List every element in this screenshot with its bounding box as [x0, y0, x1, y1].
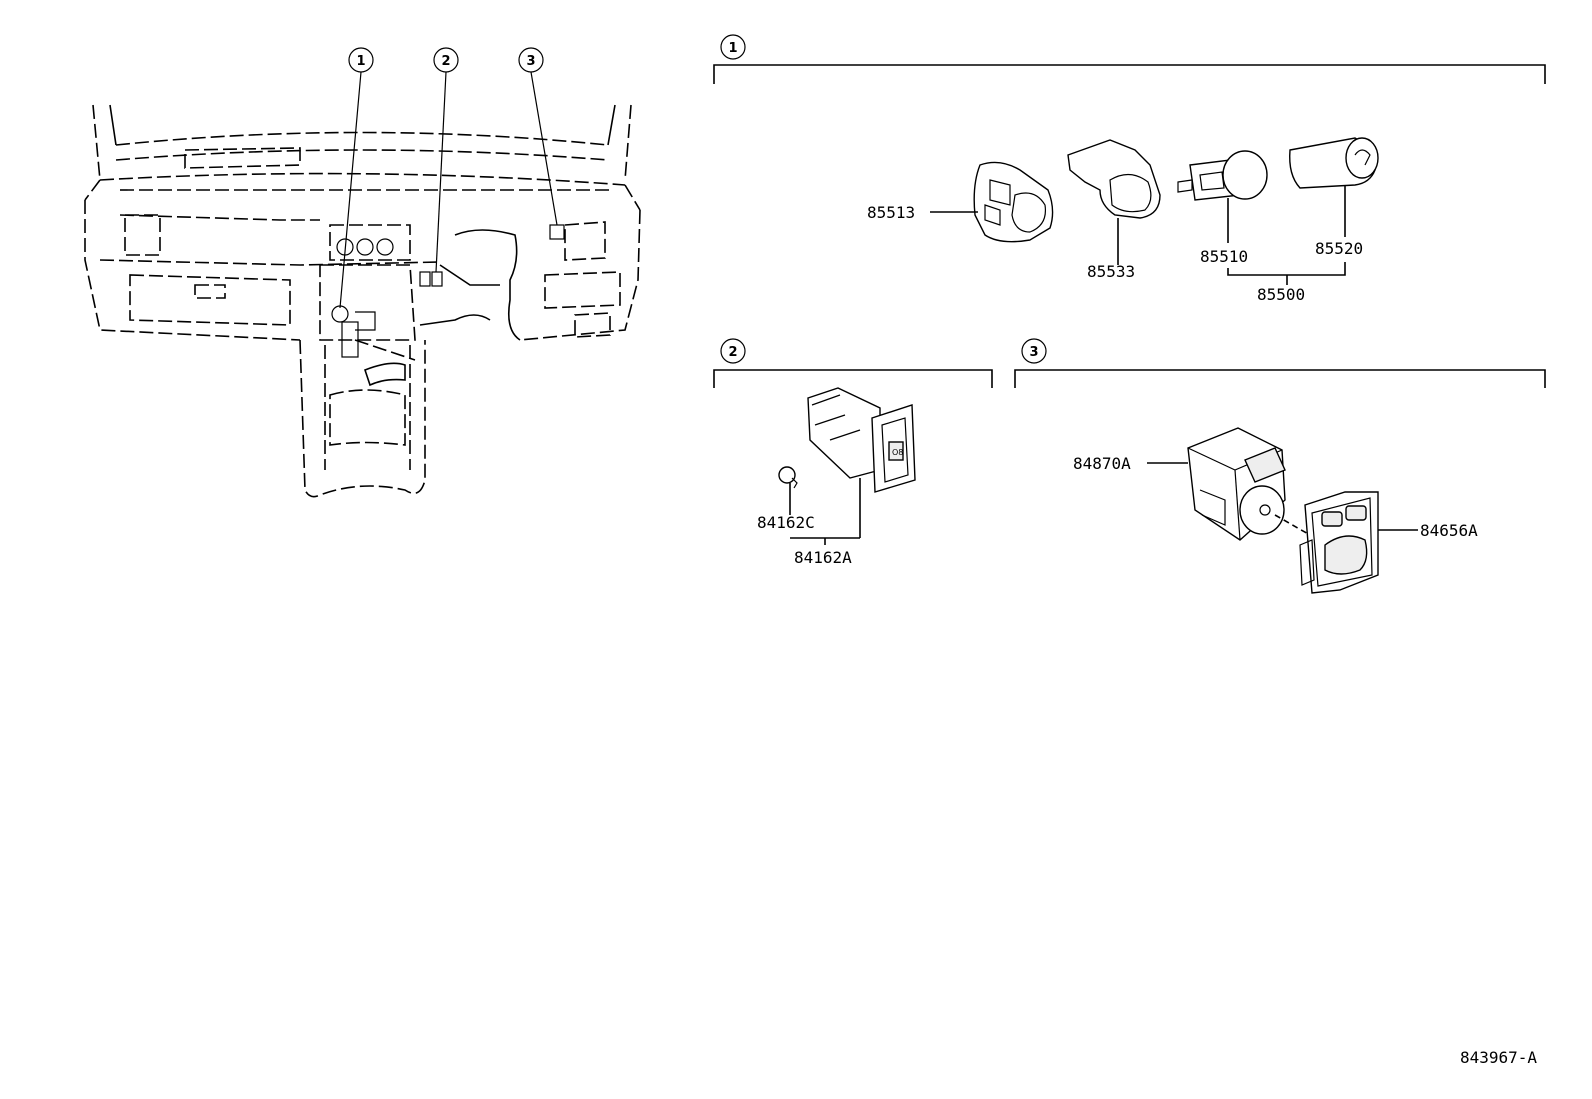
callout-1: 1	[339, 47, 374, 309]
part-84656A	[1299, 491, 1418, 594]
part-label-85500: 85500	[1257, 285, 1305, 304]
section-3-number: 3	[1029, 345, 1038, 360]
callout-3-label: 3	[526, 54, 535, 69]
part-85510	[1177, 150, 1268, 243]
part-84870A	[1147, 427, 1286, 541]
part-label-85510: 85510	[1200, 247, 1248, 266]
svg-text:O8: O8	[892, 448, 903, 457]
part-label-85513: 85513	[867, 203, 915, 222]
callout-1-label: 1	[356, 54, 365, 69]
callout-2-label: 2	[441, 54, 450, 69]
section-2: 2 O8 84162C 84162A	[713, 338, 993, 567]
part-84162C	[778, 466, 798, 515]
part-label-84656A: 84656A	[1420, 521, 1478, 540]
dashboard-overview	[84, 104, 641, 498]
part-85513	[930, 161, 1054, 243]
section-2-number: 2	[728, 345, 737, 360]
section-1-number: 1	[728, 41, 737, 56]
section-1: 1 85513 85533 85510	[713, 34, 1546, 304]
callout-3: 3	[518, 47, 558, 226]
section-3: 3 84870A 84656A	[1014, 338, 1546, 594]
part-85533	[1067, 139, 1161, 265]
part-label-85520: 85520	[1315, 239, 1363, 258]
callout-2: 2	[433, 47, 459, 273]
part-label-85533: 85533	[1087, 262, 1135, 281]
diagram-id: 843967-A	[1460, 1048, 1537, 1067]
part-label-84162C: 84162C	[757, 513, 815, 532]
part-84162A: O8	[807, 387, 916, 538]
part-label-84870A: 84870A	[1073, 454, 1131, 473]
part-85520	[1289, 137, 1379, 237]
part-label-84162A: 84162A	[794, 548, 852, 567]
